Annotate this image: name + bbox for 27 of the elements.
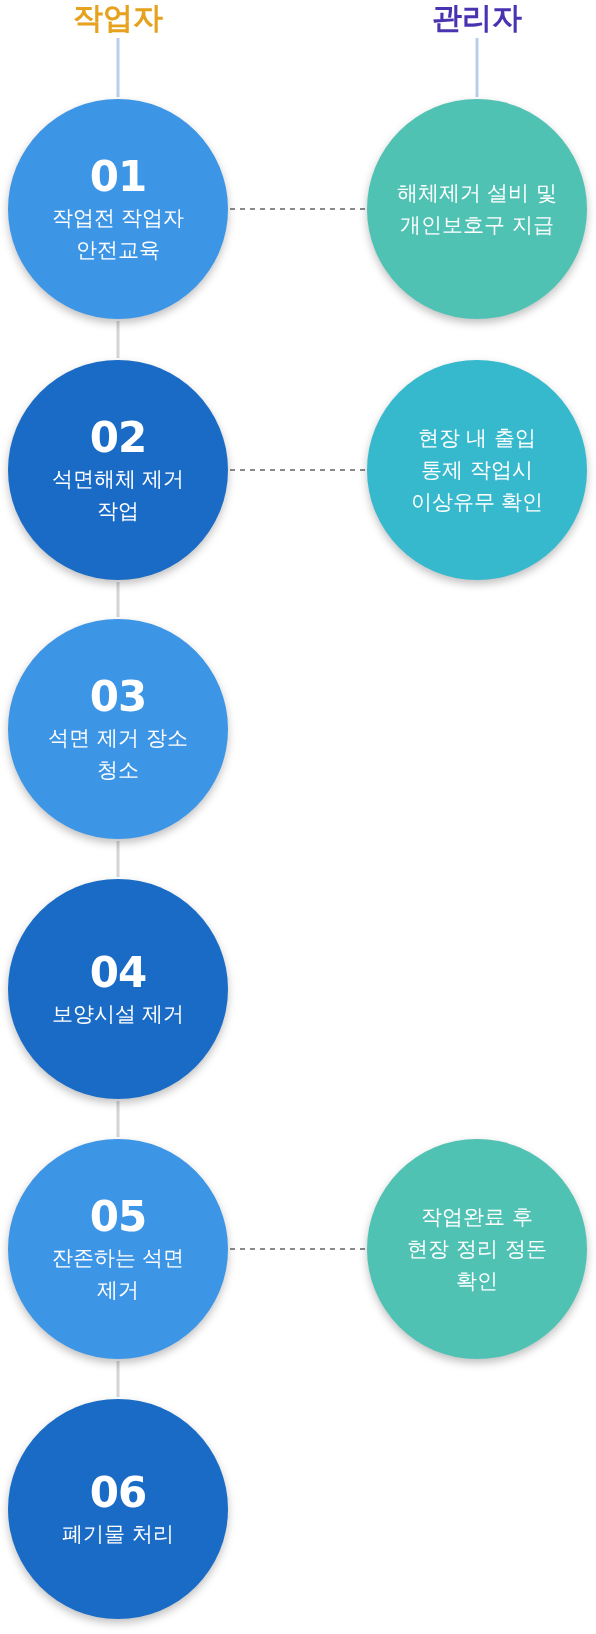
connector-line xyxy=(116,841,120,877)
dotted-line xyxy=(229,208,366,210)
connector-line xyxy=(116,38,120,97)
dotted-line xyxy=(229,1248,366,1250)
step-label: 석면 제거 장소 청소 xyxy=(48,725,188,784)
connector-line xyxy=(475,38,479,97)
step-label: 작업전 작업자 안전교육 xyxy=(50,205,186,264)
step-label: 작업완료 후 현장 정리 정돈 확인 xyxy=(407,1204,547,1295)
column-heading: 작업자 xyxy=(48,0,188,36)
step-number: 06 xyxy=(89,1468,147,1518)
step-label: 잔존하는 석면 제거 xyxy=(50,1245,186,1304)
step-label: 해체제거 설비 및 개인보호구 지급 xyxy=(395,180,559,239)
connector-line xyxy=(116,582,120,617)
step-label: 폐기물 처리 xyxy=(61,1521,175,1548)
step-number: 03 xyxy=(89,672,147,722)
step-label: 보양시설 제거 xyxy=(50,1001,186,1028)
step-label: 석면해체 제거 작업 xyxy=(50,466,186,525)
step-number: 05 xyxy=(89,1192,147,1242)
connector-line xyxy=(116,1361,120,1397)
connector-line xyxy=(116,321,120,358)
step-number: 01 xyxy=(89,152,147,202)
connector-line xyxy=(116,1101,120,1137)
dotted-line xyxy=(229,469,366,471)
step-number: 04 xyxy=(89,948,147,998)
column-heading: 관리자 xyxy=(407,0,547,36)
step-number: 02 xyxy=(89,413,147,463)
step-label: 현장 내 출입 통제 작업시 이상유무 확인 xyxy=(409,425,545,516)
